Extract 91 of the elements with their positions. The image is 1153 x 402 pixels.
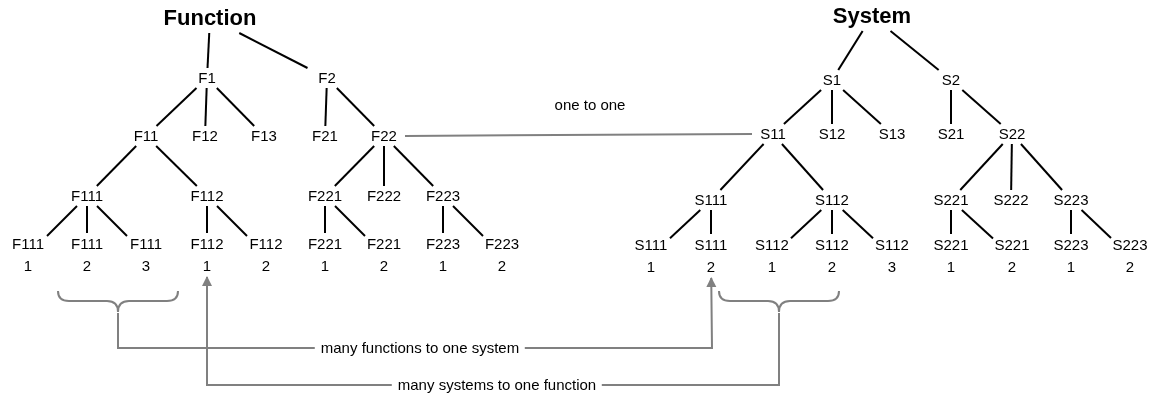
tree-node-label: S111 2 — [692, 234, 730, 278]
connector-line — [959, 143, 1004, 191]
tree-node-label: F22 — [363, 126, 405, 146]
tree-node-label: S221 2 — [993, 234, 1031, 278]
connector-line — [961, 89, 1002, 125]
tree-node-label: F2 — [306, 68, 348, 88]
connector-line — [950, 209, 952, 235]
curly-brace — [57, 291, 179, 313]
tree-node-label: F221 — [304, 186, 346, 206]
tree-node-label: S221 1 — [932, 234, 970, 278]
tree-node-label: F21 — [304, 126, 346, 146]
tree-node-label: S21 — [930, 124, 972, 144]
tree-title: System — [820, 1, 924, 31]
tree-node-label: S11 — [752, 124, 794, 144]
tree-node-label: F112 2 — [247, 233, 285, 277]
connector-line — [86, 205, 88, 234]
tree-node-label: F223 1 — [424, 233, 462, 277]
tree-node-label: S22 — [991, 124, 1033, 144]
connector-line — [215, 87, 256, 127]
tree-node-label: S112 3 — [873, 234, 911, 278]
connector-line — [442, 205, 444, 234]
tree-node-label: F223 2 — [483, 233, 521, 277]
tree-node-label: F112 — [186, 186, 228, 206]
tree-node-label: S223 2 — [1111, 234, 1149, 278]
connector-line — [206, 32, 211, 69]
connector-line — [383, 145, 385, 187]
tree-node-label: S221 — [930, 190, 972, 210]
tree-node-label: S223 — [1050, 190, 1092, 210]
connector-line — [960, 209, 994, 240]
connector-line — [335, 87, 376, 127]
tree-node-label: S223 1 — [1052, 234, 1090, 278]
connector-line — [324, 205, 326, 234]
connector-line — [1010, 143, 1013, 191]
tree-node-label: F112 1 — [188, 233, 226, 277]
tree-node-label: F12 — [184, 126, 226, 146]
edge-label: many systems to one function — [391, 376, 603, 394]
tree-node-label: S111 — [690, 190, 732, 210]
connector-line — [216, 205, 248, 237]
connector-line — [204, 87, 208, 127]
connector-line — [780, 143, 825, 191]
tree-node-label: F221 2 — [365, 233, 403, 277]
connector-line — [155, 87, 198, 127]
connector-line — [719, 143, 765, 191]
connector-line — [831, 89, 833, 125]
tree-node-label: F111 3 — [127, 233, 165, 277]
connector-line — [841, 209, 874, 240]
connector-line — [206, 205, 208, 234]
tree-node-label: S112 1 — [753, 234, 791, 278]
connector-line — [324, 87, 328, 127]
connector-line — [392, 145, 435, 187]
tree-node-label: S112 2 — [813, 234, 851, 278]
connector-line — [710, 209, 712, 235]
connector-line — [334, 205, 366, 237]
connector-line — [842, 89, 882, 125]
tree-node-label: F13 — [243, 126, 285, 146]
connector-line — [238, 32, 309, 69]
tree-node-label: F221 1 — [306, 233, 344, 277]
connector-line — [333, 145, 376, 187]
tree-node-label: S111 1 — [632, 234, 670, 278]
tree-node-label: S12 — [811, 124, 853, 144]
connector-line — [1070, 209, 1072, 235]
tree-node-label: F1 — [186, 68, 228, 88]
connector-line — [96, 205, 128, 237]
connector-line — [1019, 143, 1064, 191]
tree-node-label: S222 — [990, 190, 1032, 210]
tree-node-label: F223 — [422, 186, 464, 206]
tree-title: Function — [158, 3, 262, 33]
connector-line — [95, 145, 138, 187]
connector-line — [837, 30, 864, 71]
tree-node-label: F11 — [125, 126, 167, 146]
connector-line — [889, 30, 940, 71]
tree-node-label: S1 — [811, 70, 853, 90]
connector-line — [790, 209, 823, 240]
connector-line — [46, 205, 78, 237]
tree-node-label: F111 1 — [9, 233, 47, 277]
tree-node-label: S13 — [871, 124, 913, 144]
edge-label: many functions to one system — [314, 339, 526, 357]
connector-line — [950, 89, 952, 125]
curly-brace — [718, 291, 840, 313]
tree-node-label: F111 2 — [68, 233, 106, 277]
connector-line — [669, 209, 702, 240]
connector-line — [155, 145, 198, 187]
connector-line — [782, 89, 823, 125]
tree-node-label: F111 — [66, 186, 108, 206]
tree-node-label: S112 — [811, 190, 853, 210]
connector-line — [1080, 209, 1112, 239]
connector-line — [831, 209, 833, 235]
tree-node-label: F222 — [363, 186, 405, 206]
connector-line — [452, 205, 484, 237]
connector-line — [404, 133, 753, 137]
tree-node-label: S2 — [930, 70, 972, 90]
